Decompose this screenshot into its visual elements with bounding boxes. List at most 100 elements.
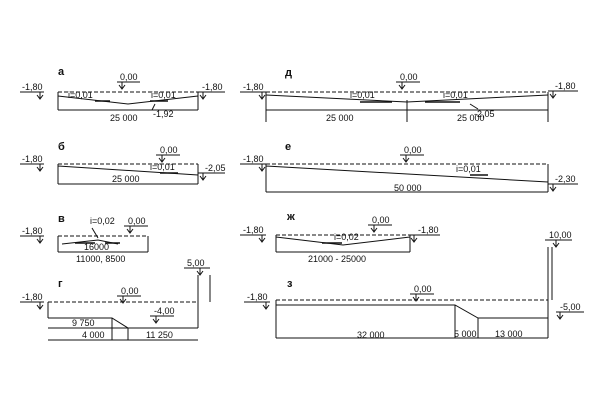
panel-a-foundation-outline <box>57 92 199 111</box>
panel-g-dim-lines <box>48 318 198 341</box>
panel-zh-center-level: 0,00 <box>372 215 390 225</box>
panel-z-dim-3: 13 000 <box>495 329 523 339</box>
panel-zh-left-level: -1,80 <box>243 225 264 235</box>
panel-b-right-level: -2,05 <box>205 163 226 173</box>
panel-b-right-level-mark <box>198 172 225 181</box>
panel-g-step-outline <box>47 302 199 329</box>
panel-a-slope-left: i=0,01 <box>68 90 93 100</box>
panel-a-dim: 25 000 <box>110 113 138 123</box>
panel-e-dim: 50 000 <box>394 183 422 193</box>
panel-e-slope: i=0,01 <box>456 164 481 174</box>
panel-e-center-level-mark <box>400 154 424 163</box>
panel-g-step-level: -4,00 <box>154 306 175 316</box>
panel-d: д 0,00 -1,80 -1,80 i=0,01 i=0,01 -2,05 2… <box>240 67 578 123</box>
panel-b-foundation-outline <box>57 164 199 185</box>
panel-v-dim-top: 16000 <box>84 242 109 252</box>
panel-a-left-level: -1,80 <box>22 82 43 92</box>
panel-e-right-level-mark <box>548 183 578 192</box>
panel-zh-left-level-mark <box>240 234 266 243</box>
panel-d-low-point-leader <box>469 103 479 110</box>
panel-g-top-level-mark <box>184 267 210 276</box>
panel-b-title: б <box>58 141 65 153</box>
panel-z-center-level: 0,00 <box>414 284 432 294</box>
panel-v-left-level-mark <box>20 235 44 244</box>
panel-d-slope-left: i=0,01 <box>350 90 375 100</box>
panel-z: з 10,00 0,00 -1,80 -5,00 32 000 5 000 13… <box>244 230 584 340</box>
panel-g-dim-lower-right: 11 250 <box>146 330 173 340</box>
panel-z-top-level-mark <box>545 239 572 248</box>
panel-zh-center-level-mark <box>368 224 392 233</box>
panel-z-left-level: -1,80 <box>247 292 268 302</box>
panel-v-left-level: -1,80 <box>22 226 43 236</box>
panel-z-right-level-mark <box>556 311 584 320</box>
panel-a-center-level: 0,00 <box>120 72 138 82</box>
panel-z-center-level-mark <box>410 293 434 302</box>
panel-a-low-point: -1,92 <box>153 109 174 119</box>
panel-d-low-point: -2,05 <box>474 109 495 119</box>
panel-b-left-level-mark <box>20 163 44 172</box>
panel-zh-title: ж <box>286 211 295 223</box>
panel-zh-dim: 21000 - 25000 <box>308 254 366 264</box>
panel-d-title: д <box>285 67 292 79</box>
panel-a-center-level-arrow <box>118 84 126 90</box>
panel-e: е 0,00 -1,80 -2,30 i=0,01 50 000 <box>240 141 578 193</box>
panel-e-title: е <box>285 141 291 153</box>
panel-a-center-level-leader <box>117 81 140 88</box>
panel-d-left-level: -1,80 <box>243 82 264 92</box>
panel-d-slope-lines <box>265 94 549 103</box>
panel-v-dim-bottom: 11000, 8500 <box>76 254 125 264</box>
panel-z-dim-lines <box>276 305 548 339</box>
panel-d-foundation-outline <box>265 92 549 122</box>
panel-z-wall <box>547 247 553 300</box>
panel-d-right-level: -1,80 <box>555 81 576 91</box>
panel-v-center-level-mark <box>124 225 148 234</box>
panel-z-step-outline <box>275 300 549 338</box>
panel-z-right-level: -5,00 <box>560 302 581 312</box>
panel-b-slope: i=0,01 <box>150 162 175 172</box>
panel-zh-slope: i=0,02 <box>334 232 359 242</box>
panel-d-dim-right: 25 000 <box>457 113 485 123</box>
panel-g-title: г <box>58 278 63 290</box>
panel-g-dim-upper: 9 750 <box>72 318 95 328</box>
panel-d-slope-right: i=0,01 <box>443 90 468 100</box>
panel-a: а 0,00 -1,80 -1,80 i=0,01 i=0,01 -1,92 2… <box>20 66 225 123</box>
panel-g-dim-lower-left: 4 000 <box>82 330 105 340</box>
panel-z-dim-1: 32 000 <box>357 330 385 340</box>
panel-v-foundation-outline <box>57 236 149 253</box>
panel-z-left-level-mark <box>244 301 270 310</box>
panel-b-dim: 25 000 <box>112 174 140 184</box>
panel-e-left-level-mark <box>240 163 266 172</box>
panel-g-left-level-mark <box>20 301 44 310</box>
panel-e-left-level: -1,80 <box>243 154 264 164</box>
panel-a-right-level: -1,80 <box>202 82 223 92</box>
panel-a-right-level-mark <box>198 91 225 100</box>
panel-e-right-level: -2,30 <box>555 174 576 184</box>
panel-e-center-level: 0,00 <box>404 145 422 155</box>
panel-zh-right-level: -1,80 <box>418 225 439 235</box>
panel-e-foundation-outline <box>265 164 549 193</box>
panel-d-dim-left: 25 000 <box>326 113 354 123</box>
panel-zh: ж 0,00 -1,80 -1,80 i=0,02 21000 - 25000 <box>240 211 440 264</box>
panel-b-center-level: 0,00 <box>160 145 178 155</box>
panel-d-left-level-mark <box>240 91 266 100</box>
panel-a-slope-right: i=0,01 <box>151 90 176 100</box>
panel-d-center-level-mark <box>396 81 420 90</box>
panel-g-wall <box>197 275 211 302</box>
panel-v-title: в <box>58 213 65 225</box>
panel-g-top-level: 5,00 <box>187 258 205 268</box>
panel-a-low-point-leader <box>151 103 156 111</box>
panel-b: б 0,00 -1,80 -2,05 i=0,01 25 000 <box>20 141 226 185</box>
panel-z-dim-2: 5 000 <box>454 329 477 339</box>
panel-g-left-level: -1,80 <box>22 292 43 302</box>
panel-g-center-level: 0,00 <box>121 286 139 296</box>
panel-a-title: а <box>58 66 65 78</box>
panel-d-center-level: 0,00 <box>400 72 418 82</box>
panel-v-slope: i=0,02 <box>90 216 115 226</box>
panel-v-slope-leader <box>91 227 99 239</box>
panel-a-slope-lines <box>57 95 199 105</box>
panel-z-title: з <box>287 278 293 290</box>
panel-g: г 5,00 0,00 -1,80 -4,00 9 750 4 000 11 2… <box>20 258 211 341</box>
panel-z-top-level: 10,00 <box>549 230 572 240</box>
panel-a-left-level-mark <box>20 91 44 100</box>
